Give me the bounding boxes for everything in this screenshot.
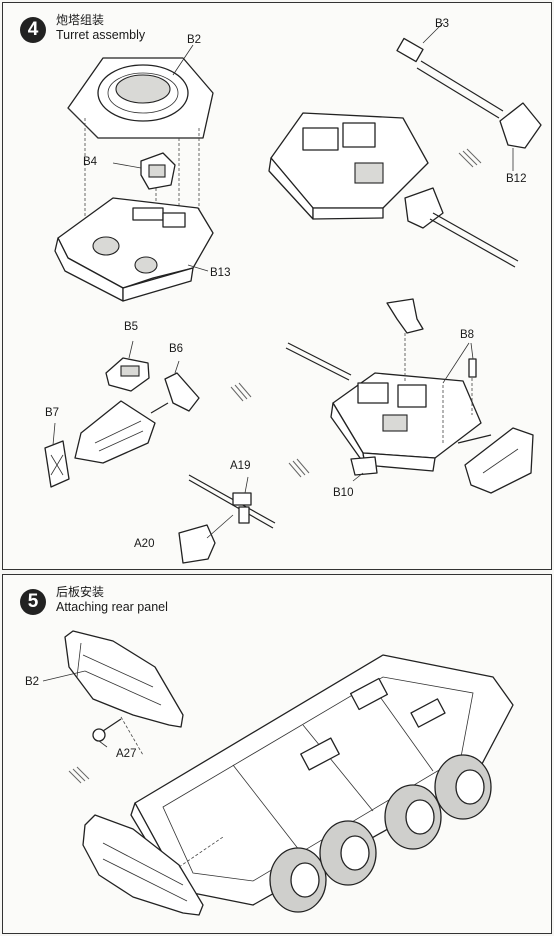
wheel — [434, 754, 492, 820]
label-a20: A20 — [134, 538, 155, 550]
step-title-chinese: 炮塔组装 — [56, 13, 105, 27]
step-4-panel: 4 炮塔组装 Turret assembly — [2, 2, 552, 570]
hatch-part-b4 — [140, 152, 176, 190]
wheel — [319, 820, 377, 886]
assembled-turret-upper — [268, 112, 519, 268]
motion-arrow-icon — [288, 458, 310, 478]
sight-part-b5 — [105, 340, 150, 392]
label-b4: B4 — [83, 156, 98, 168]
label-b13: B13 — [210, 267, 231, 279]
antenna-mount-part-b8 — [442, 342, 477, 443]
hook-part-a27 — [92, 718, 122, 748]
motion-arrow-icon — [68, 766, 90, 784]
label-b8: B8 — [460, 329, 475, 341]
step-title-english: Turret assembly — [56, 28, 146, 42]
gun-mount-part-a20 — [178, 514, 234, 564]
stowage-box-part-b7 — [44, 422, 70, 488]
wheel — [269, 847, 327, 913]
assembled-turret-lower — [285, 298, 482, 476]
label-a27: A27 — [116, 748, 137, 760]
side-bracket-part — [74, 400, 156, 464]
step-number-badge: 4 — [20, 17, 46, 43]
label-b2: B2 — [25, 676, 40, 688]
step-5-panel: 5 后板安装 Attaching rear panel — [2, 574, 552, 934]
label-b7: B7 — [45, 407, 60, 419]
rear-panel-lower — [82, 814, 224, 916]
wheel — [384, 784, 442, 850]
rear-panel-part-b2 — [42, 630, 184, 728]
gun-barrel-part-b3 — [396, 22, 504, 119]
rear-panel-illustration — [42, 630, 514, 916]
label-b10: B10 — [333, 487, 354, 499]
turret-base-part-b13 — [54, 197, 214, 302]
machine-gun-part-a19 — [188, 474, 276, 529]
label-a19: A19 — [230, 460, 251, 472]
label-b6: B6 — [169, 343, 184, 355]
step-title-chinese: 后板安装 — [56, 585, 105, 599]
step-title-english: Attaching rear panel — [56, 600, 168, 614]
turret-top-part-b2 — [67, 57, 214, 139]
label-b12: B12 — [506, 173, 527, 185]
motion-arrow-icon — [458, 148, 482, 168]
mantlet-part-b12 — [499, 102, 542, 171]
step-number-badge: 5 — [20, 589, 46, 615]
label-b3: B3 — [435, 18, 450, 30]
motion-arrow-icon — [230, 382, 252, 402]
label-b2: B2 — [187, 34, 202, 46]
turret-assembly-illustration — [44, 22, 542, 564]
periscope-part-b6 — [164, 360, 200, 412]
label-b5: B5 — [124, 321, 139, 333]
rear-stowage-part — [457, 427, 534, 494]
